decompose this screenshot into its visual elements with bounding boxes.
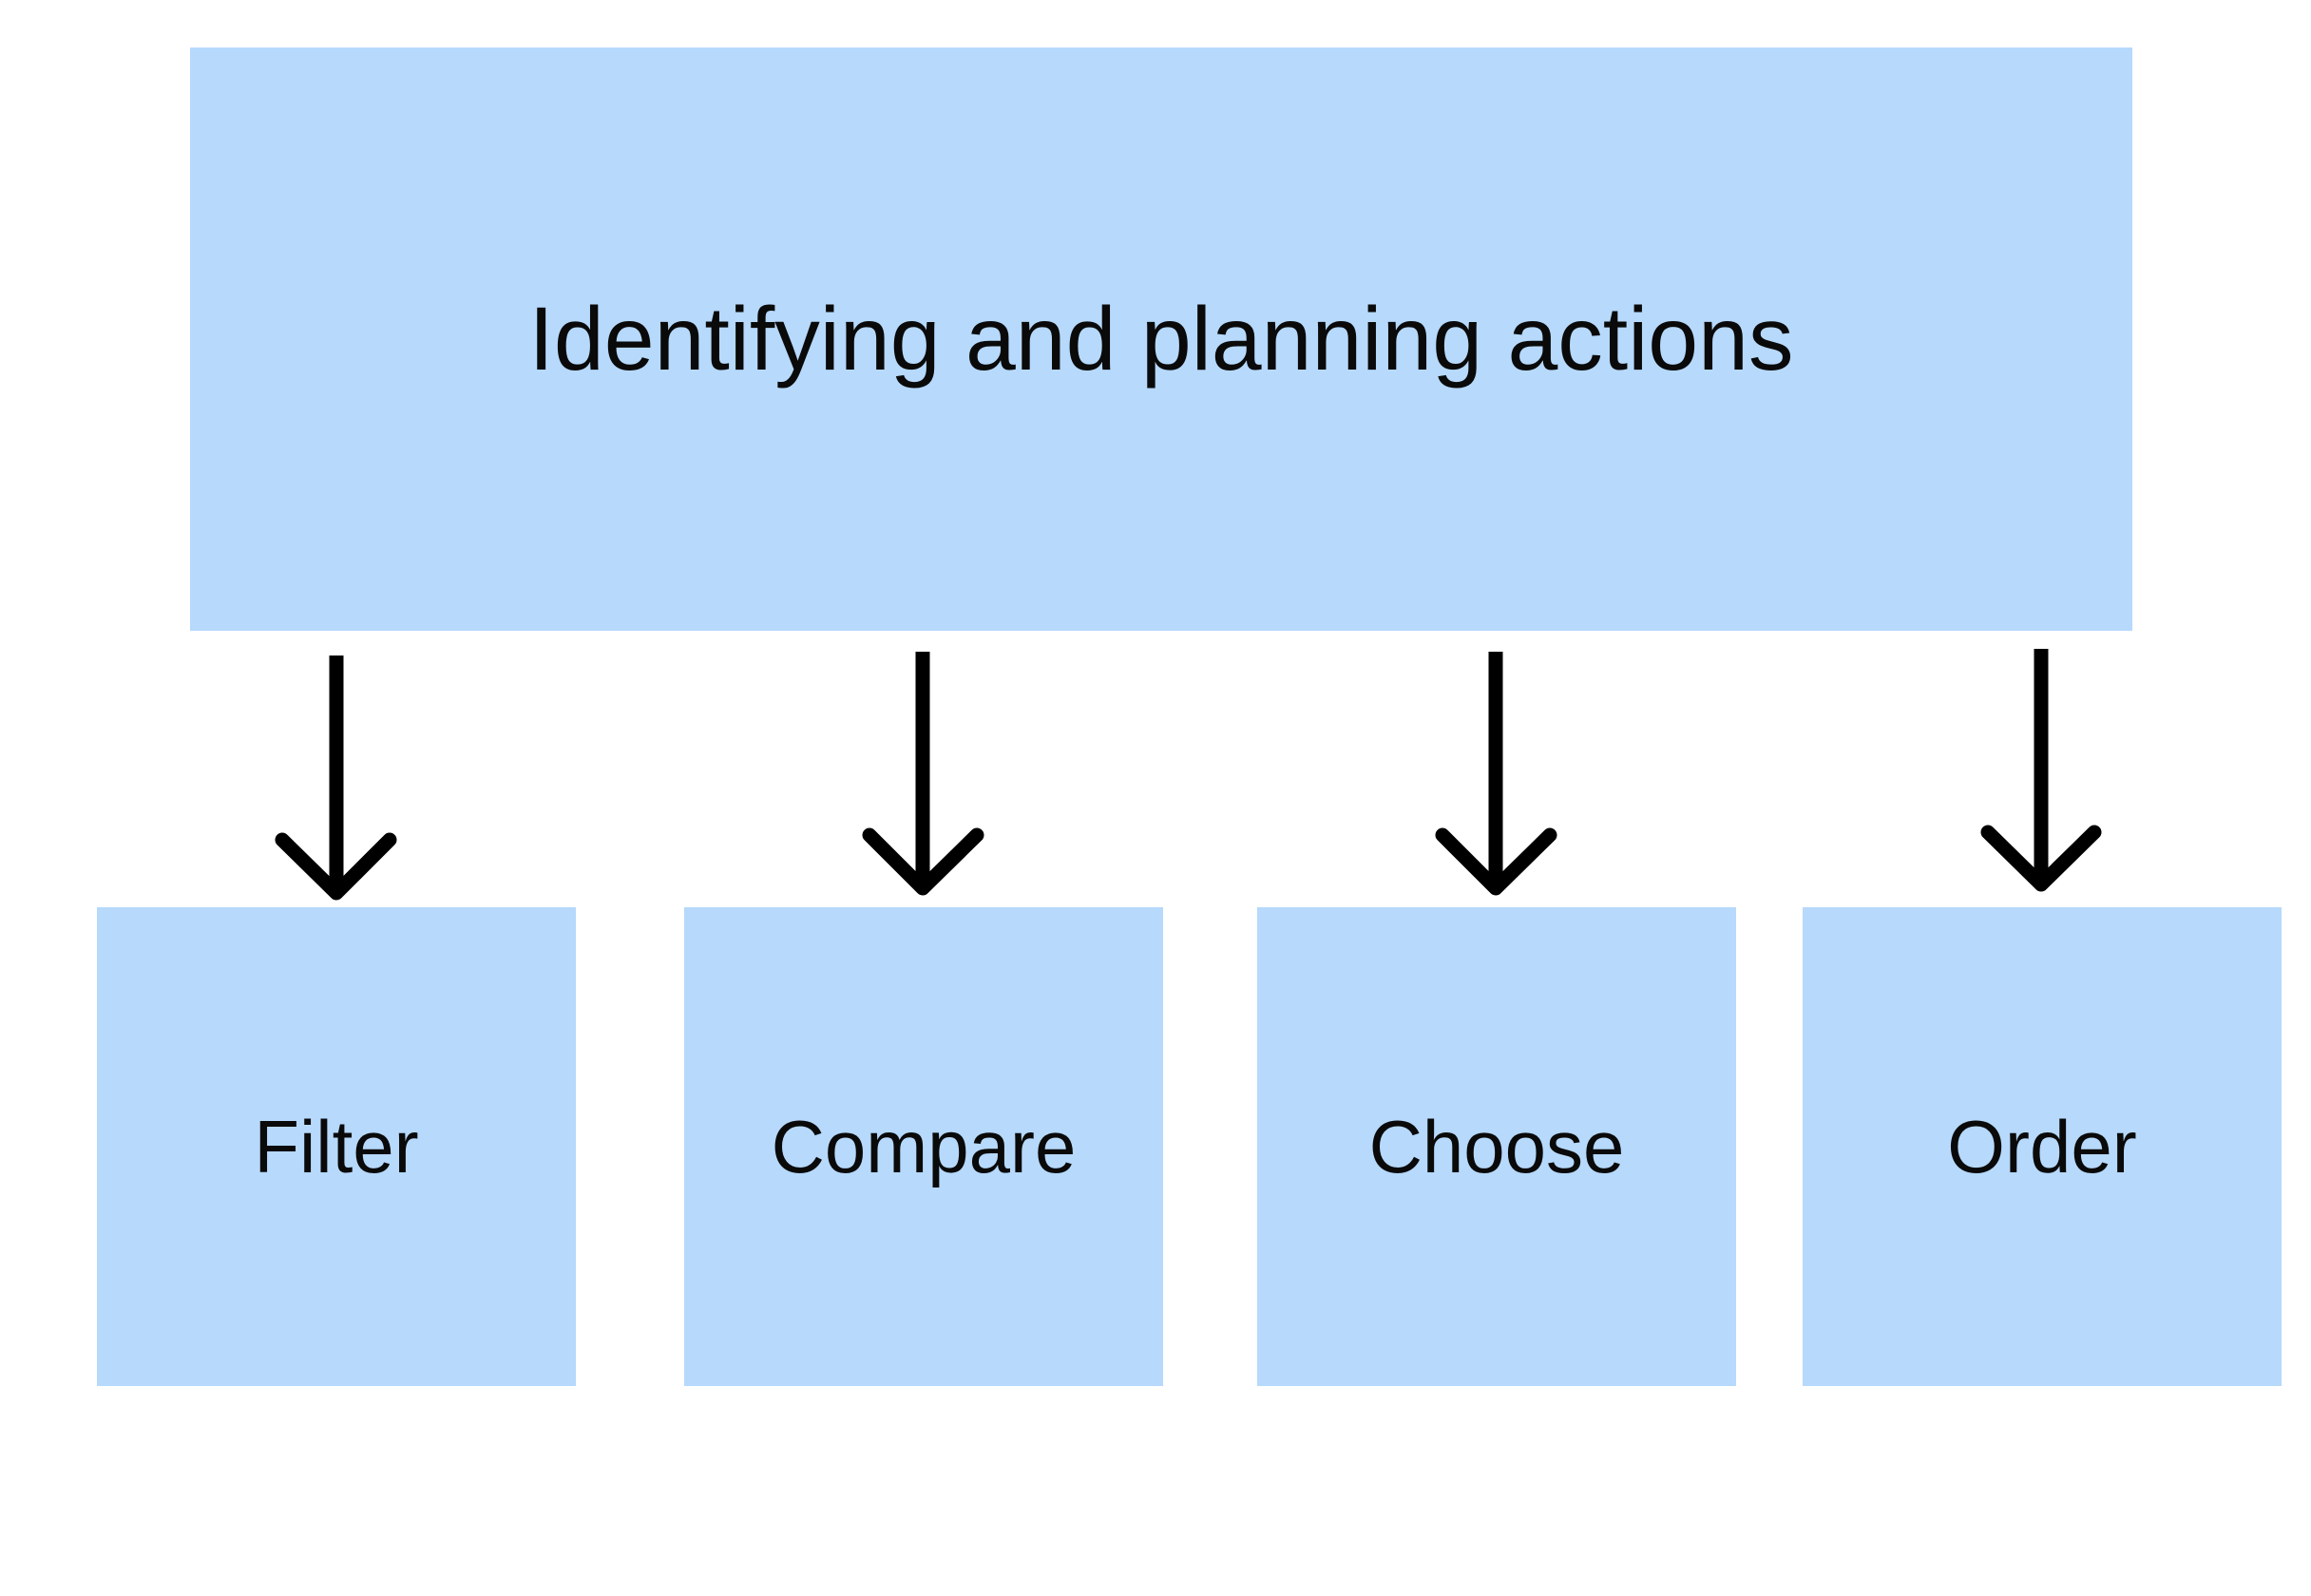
arrow-to-choose <box>1435 652 1557 896</box>
main-node-label: Identifying and planning actions <box>528 288 1794 390</box>
child-node-label-filter: Filter <box>254 1104 419 1188</box>
arrow-to-compare <box>862 652 984 896</box>
arrow-to-filter <box>275 656 397 901</box>
child-node-label-compare: Compare <box>771 1104 1077 1188</box>
child-node-box-compare: Compare <box>684 907 1163 1386</box>
child-node-label-choose: Choose <box>1368 1104 1625 1188</box>
child-node-box-choose: Choose <box>1257 907 1736 1386</box>
child-node-box-order: Order <box>1803 907 2282 1386</box>
child-node-label-order: Order <box>1947 1104 2137 1188</box>
arrow-to-order <box>1980 649 2102 892</box>
main-node-box: Identifying and planning actions <box>190 48 2132 631</box>
child-node-box-filter: Filter <box>97 907 576 1386</box>
